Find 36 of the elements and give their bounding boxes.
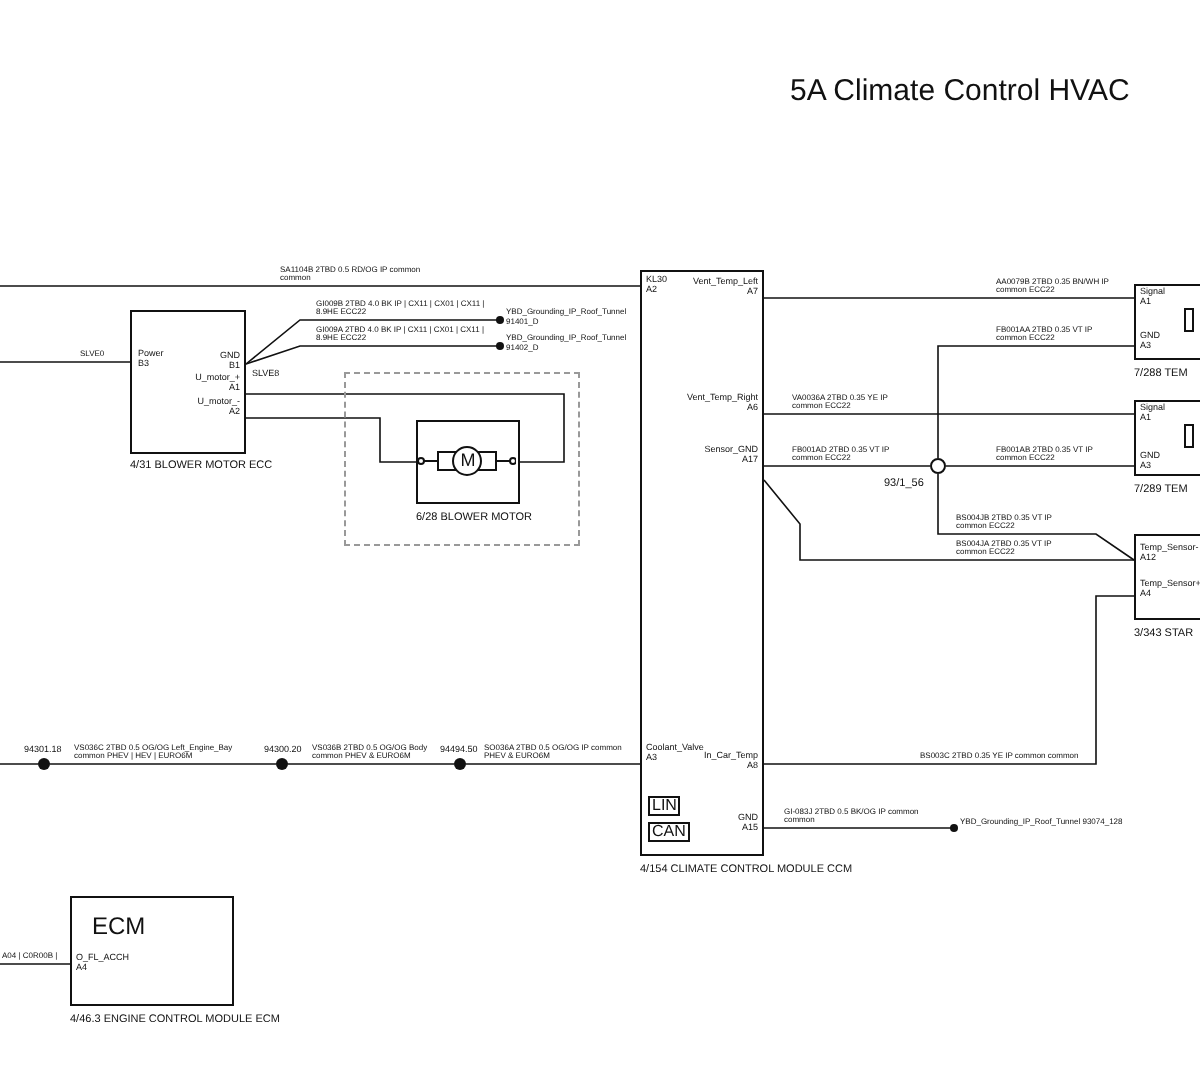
motor-label: M (458, 448, 478, 472)
wire (937, 345, 1135, 459)
wire (0, 361, 131, 363)
wire (763, 479, 1135, 561)
wire (245, 393, 565, 463)
module-name: ECM (92, 912, 146, 940)
wire (0, 285, 641, 287)
bus-label: CAN (648, 822, 690, 842)
wire (49, 763, 277, 765)
bus-label: LIN (648, 796, 681, 816)
wire (937, 473, 1135, 561)
splice-dot (276, 758, 288, 770)
diagram-title: 5A Climate Control HVAC (790, 74, 1130, 108)
dashed-enclosure (344, 372, 580, 546)
wire (0, 763, 39, 765)
splice-dot (930, 458, 946, 474)
wire (763, 595, 1135, 765)
splice-dot (454, 758, 466, 770)
sensor-box (1134, 284, 1200, 360)
sensor-box (1134, 534, 1200, 620)
wire (245, 342, 504, 365)
module-box (640, 270, 764, 856)
wire (763, 297, 1135, 299)
module-box (130, 310, 246, 454)
sensor-box (1134, 400, 1200, 476)
wire (245, 316, 504, 365)
splice-dot (38, 758, 50, 770)
wire (763, 824, 958, 832)
wire (287, 763, 455, 765)
wire (245, 417, 417, 463)
wire (0, 963, 71, 965)
wire (465, 763, 641, 765)
wire (945, 465, 1135, 467)
wire (763, 413, 1135, 415)
wire (763, 465, 931, 467)
module-box (70, 896, 234, 1006)
